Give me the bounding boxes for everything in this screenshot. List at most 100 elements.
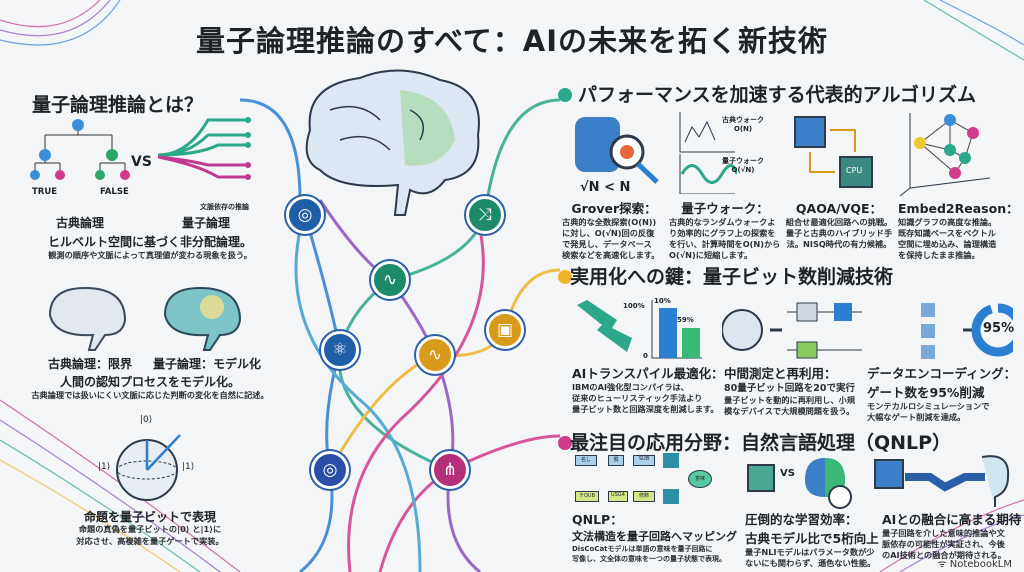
encoding-sub: ゲート数を95%削減 <box>867 385 985 400</box>
reuse-label: 中間測定と再利用： <box>724 366 837 381</box>
section-qnlp-heading: 最注目の応用分野：自然言語処理（QNLP） <box>570 432 952 454</box>
efficiency-text-1: 量子NLIモデルはパラメータ数が少 <box>745 547 875 557</box>
quantum-walk-label: 量子ウォーク： <box>681 201 769 216</box>
central-brain-icon <box>305 69 480 216</box>
efficiency-card: 圧倒的な学習効率：古典モデル比で5桁向上量子NLIモデルはパラメータ数が少ないに… <box>745 509 879 569</box>
wave-node-icon: ∿ <box>371 261 409 299</box>
qaoa-text-2: 量子と古典のハイブリッド手 <box>785 228 893 238</box>
bloch-right-label: |1⟩ <box>182 462 195 472</box>
qnlp-sub: 文法構造を量子回路へマッピング <box>572 530 737 543</box>
qnlp-text-2: 写像し、文全体の意味を一つの量子状態で表現。 <box>572 555 726 563</box>
circuit-box: 脱 <box>608 455 624 466</box>
atom-node-icon: ⚛ <box>321 331 359 369</box>
venn-node-bottom-icon: ◎ <box>311 451 349 489</box>
transpile-text-1: IBMのAI強化型コンパイラは、 <box>572 382 689 392</box>
embed2reason-card: Embed2Reason：知識グラフの高度な推論。既存知識ベースをベクトル空間に… <box>898 198 1019 261</box>
encoding-donut-icon <box>921 303 1013 359</box>
bar-label-100: 100% <box>623 302 645 310</box>
reduction-bar-icon <box>577 300 702 359</box>
section-reduction-heading: 実用化への鍵：量子ビット数削減技術 <box>570 266 894 288</box>
embed2reason-text-4: を保持したまま推論。 <box>898 250 980 260</box>
classical-walk-complexity: O(N) <box>733 125 753 133</box>
qnlp-text-1: DisCoCatモデルは単語の意味を量子回路に <box>572 545 713 553</box>
reuse-text-2: 模なデバイスで大規模問題を扱う。 <box>724 406 855 416</box>
logic-desc-main: ヒルベルト空間に基づく非分配論理。 <box>47 235 252 249</box>
quantum-walk-text-4: O(√N)に短縮します。 <box>669 250 753 260</box>
vs-label-qnlp: VS <box>780 468 795 479</box>
ai-fusion-label: AIとの融合に高まる期待 <box>882 512 1022 527</box>
transpile-text-3: 量子ビット数と回路深度を削減します。 <box>572 404 719 414</box>
notebooklm-brand: ᯤ NotebookLM <box>937 556 1012 570</box>
circuit-box: 修飾 <box>633 491 655 502</box>
circuit-box: テOUB <box>575 491 599 502</box>
embed2reason-label: Embed2Reason： <box>898 201 1019 216</box>
grover-text-3: で発見し、データベース <box>562 239 652 249</box>
bar-label-59: 59% <box>677 316 694 324</box>
classical-tree-icon <box>30 119 130 180</box>
qubit-desc-main: 命題を量子ビットで表現 <box>83 510 216 524</box>
qubit-desc-sub-2: 対応させ、高複雑を量子ゲートで実装。 <box>76 536 224 546</box>
classical-walk-label: 古典ウォーク <box>722 116 764 124</box>
walk-graph-icon <box>679 112 737 194</box>
left-heading: 量子論理推論とは？ <box>32 94 204 116</box>
bar-label-10: 10% <box>654 297 671 305</box>
section-dot <box>558 436 572 450</box>
database-search-icon <box>575 117 659 184</box>
measure-circuit-icon <box>722 302 862 359</box>
bar-label-0: 0 <box>643 352 648 360</box>
embed2reason-text-3: 空間に埋め込み、論理構造 <box>898 239 997 249</box>
brain-desc-sub: 古典論理では扱いにくい文脈に応じた判断の変化を自然に記述。 <box>31 390 269 400</box>
qnlp-label: QNLP： <box>572 512 623 527</box>
brain-desc-main: 人間の認知プロセスをモデル化。 <box>59 375 240 389</box>
grover-label: Grover探索： <box>571 201 657 216</box>
quantum-walk-chart-label: 量子ウォーク <box>722 157 764 165</box>
qaoa-card: QAOA/VQE：組合せ最適化回路への挑戦。量子と古典のハイブリッド手法。NIS… <box>784 198 894 250</box>
section-dot <box>558 270 572 284</box>
bloch-top-label: |0⟩ <box>140 415 153 425</box>
encoding-text-2: 大幅なゲート削減を達成。 <box>867 412 966 422</box>
section-dot <box>558 88 572 102</box>
grover-text-2: に対し、O(√N)回の反復 <box>562 228 655 238</box>
circuit-output: 意味 <box>688 470 712 488</box>
quantum-brain-icon <box>163 286 242 351</box>
efficiency-sub: 古典モデル比で5桁向上 <box>745 531 879 546</box>
grover-text-4: 検索などを高速化します。 <box>562 250 660 260</box>
quantum-walk-complexity: O(√N) <box>731 166 755 174</box>
vs-label: VS <box>131 154 152 170</box>
cpu-hybrid-icon <box>794 116 873 188</box>
bloch-sphere-icon <box>116 434 181 501</box>
grover-card: Grover探索：古典的な全数探索(O(N))に対し、O(√N)回の反復で発見し… <box>562 198 666 261</box>
encoding-card: データエンコーディング：ゲート数を95%削減モンテカルロシミュレーションで大幅な… <box>867 363 1022 423</box>
quantum-label: 量子論理 <box>182 216 231 230</box>
ai-fusion-card: AIとの融合に高まる期待量子回路を介した意味的推論や文脈依存の可能性が実証され、… <box>882 509 1022 561</box>
circuit-box: SUB <box>633 455 655 466</box>
grover-text-1: 古典的な全数探索(O(N)) <box>562 217 657 227</box>
qaoa-label: QAOA/VQE： <box>795 201 883 216</box>
classical-label: 古典論理 <box>56 216 105 230</box>
transpile-card: AIトランスパイル最適化：IBMのAI強化型コンパイラは、従来のヒューリスティッ… <box>572 363 724 415</box>
reuse-sub: 80量子ビット回路を20で実行 <box>724 383 855 394</box>
ai-fusion-text-3: のAI技術との融合が期待される。 <box>882 550 1006 560</box>
quantum-walk-card: 量子ウォーク：古典的なランダムウォークより効率的にグラフ上の探索をを行い、計算時… <box>669 198 781 261</box>
qaoa-text-1: 組合せ最適化回路への挑戦。 <box>785 217 893 227</box>
quantum-branch-icon <box>158 117 251 180</box>
efficiency-text-2: ないにも関わらず、遜色ない性能。 <box>745 558 876 568</box>
embed2reason-text-1: 知識グラフの高度な推論。 <box>898 217 997 227</box>
brand-label: NotebookLM <box>949 559 1012 570</box>
chip-node-icon: ▣ <box>486 311 524 349</box>
transpile-label: AIトランスパイル最適化： <box>572 366 724 381</box>
chip-vs-brain-icon <box>747 458 852 509</box>
gate-box <box>663 489 679 504</box>
quantum-walk-text-1: 古典的なランダムウォークよ <box>669 217 776 227</box>
cpu-label: CPU <box>846 166 863 175</box>
qaoa-text-3: 法。NISQ時代の有力候補。 <box>786 239 892 249</box>
gate-box <box>663 453 679 468</box>
logic-desc-sub: 観測の順序や文脈によって真理値が変わる現象を扱う。 <box>48 250 252 260</box>
ai-fusion-text-1: 量子回路を介した意味的推論や文 <box>882 528 1005 538</box>
sine-node-icon: ∿ <box>416 336 454 374</box>
donut-value: 95% <box>983 321 1015 336</box>
quantum-walk-text-2: り効率的にグラフ上の探索を <box>669 228 776 238</box>
circuit-box: 名し <box>575 455 597 466</box>
shuffle-node-icon: ⤨ <box>466 196 504 234</box>
ai-fusion-text-2: 脈依存の可能性が実証され、今後 <box>882 539 1005 549</box>
